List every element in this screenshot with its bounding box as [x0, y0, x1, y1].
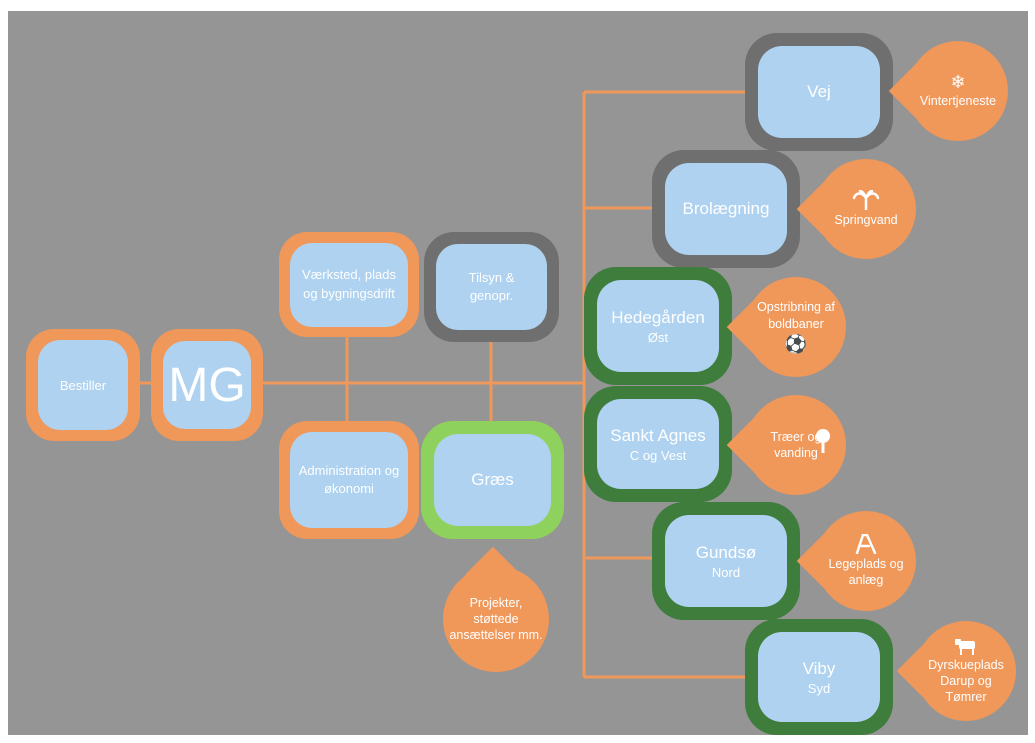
node-viby-label: Viby [802, 658, 836, 678]
node-sankt-agnes: Sankt Agnes C og Vest [584, 386, 732, 502]
node-bestiller: Bestiller [26, 329, 140, 441]
node-vaerksted-label: Værksted, plads og bygningsdrift [302, 267, 396, 301]
node-brolaegning-label: Brolægning [682, 199, 770, 218]
callout-opstribning: Opstribning af boldbaner ⚽ [746, 277, 846, 377]
node-viby: Viby Syd [745, 619, 893, 735]
cow-icon [955, 638, 975, 655]
soccer-ball-icon: ⚽ [784, 333, 808, 354]
node-viby-sub: Syd [807, 680, 831, 696]
callout-dyrskueplads-text: Dyrskueplads Darup og Tømrer [928, 657, 1004, 705]
slide-icon [855, 533, 877, 554]
node-gundsoe-label: Gundsø [695, 542, 757, 562]
node-bestiller-label: Bestiller [59, 377, 107, 393]
callout-dyrskueplads: Dyrskueplads Darup og Tømrer [916, 621, 1016, 721]
callout-traeer-text: Træer og vanding [770, 429, 822, 460]
node-sankt-agnes-sub: C og Vest [629, 447, 687, 463]
node-gundsoe-sub: Nord [711, 564, 741, 580]
node-tilsyn: Tilsyn & genopr. [424, 232, 559, 342]
snowflake-icon: ❄ [950, 71, 966, 92]
node-sankt-agnes-label: Sankt Agnes [610, 425, 706, 445]
node-vej: Vej [745, 33, 893, 151]
node-graes-label: Græs [471, 470, 514, 489]
node-mg-label: MG [168, 358, 246, 412]
node-graes: Græs [421, 421, 564, 539]
node-vej-label: Vej [807, 82, 831, 101]
callout-vintertjeneste-text: Vintertjeneste [919, 93, 997, 108]
callout-projekter: Projekter, støttede ansættelser mm. [443, 566, 549, 672]
callout-opstribning-text: Opstribning af boldbaner [757, 300, 835, 331]
node-gundsoe: Gundsø Nord [652, 502, 800, 620]
fountain-icon [852, 189, 880, 210]
callout-vintertjeneste: ❄ Vintertjeneste [908, 41, 1008, 141]
node-vaerksted: Værksted, plads og bygningsdrift [279, 232, 419, 337]
callout-legeplads: Legeplads og anlæg [816, 511, 916, 611]
node-administration-label: Administration og økonomi [298, 462, 400, 496]
node-hedegaarden-sub: Øst [647, 329, 669, 345]
node-hedegaarden-label: Hedegården [611, 307, 705, 327]
node-administration: Administration og økonomi [279, 421, 419, 539]
node-tilsyn-label: Tilsyn & genopr. [468, 269, 515, 303]
callout-legeplads-text: Legeplads og anlæg [828, 556, 904, 587]
org-chart-canvas: Bestiller MG Værksted, plads og bygnings… [8, 11, 1028, 735]
callout-traeer: Træer og vanding [746, 395, 846, 495]
callout-springvand: Springvand [816, 159, 916, 259]
callout-projekter-text: Projekter, støttede ansættelser mm. [449, 595, 543, 643]
callout-springvand-text: Springvand [834, 212, 898, 227]
node-hedegaarden: Hedegården Øst [584, 267, 732, 385]
tree-icon [816, 429, 830, 453]
node-brolaegning: Brolægning [652, 150, 800, 268]
node-mg: MG [151, 329, 263, 441]
